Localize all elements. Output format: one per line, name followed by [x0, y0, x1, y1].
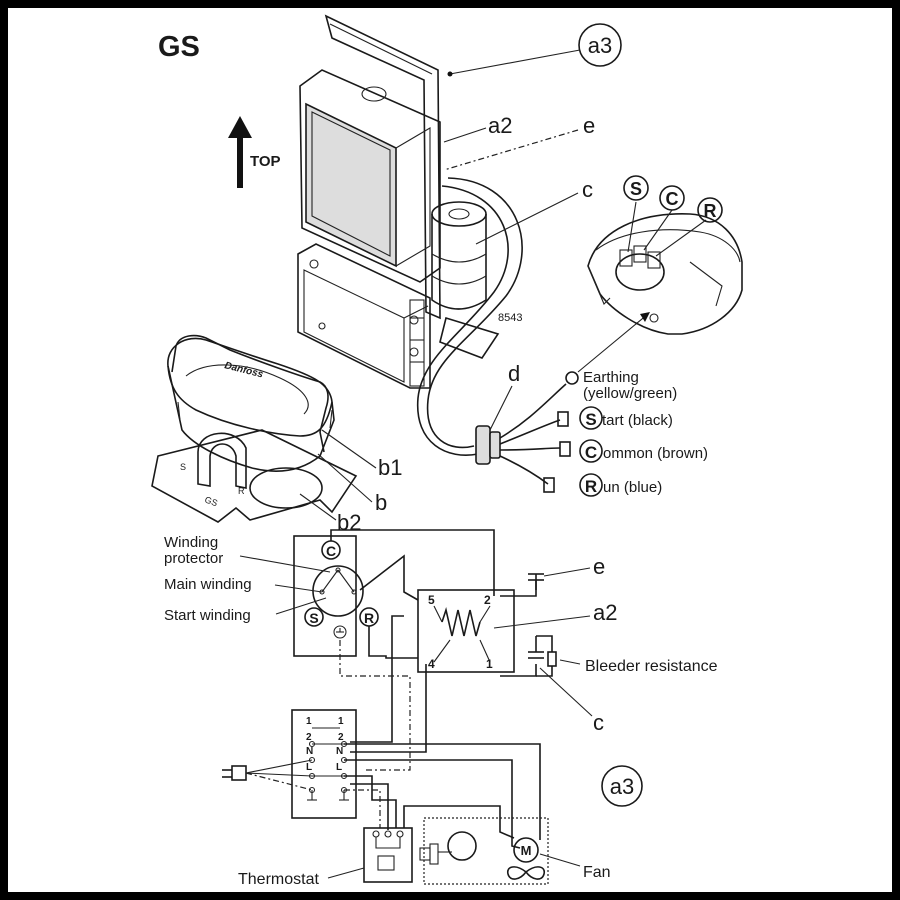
capacitor-illustration [431, 201, 500, 359]
part-e-label: e [583, 113, 595, 138]
thermostat-box [363, 827, 413, 883]
part-code-label: 8543 [498, 312, 522, 324]
schematic-a2-label: a2 [593, 600, 617, 625]
thermostat-label: Thermostat [238, 871, 319, 888]
cover-r-marking: R [238, 486, 245, 496]
winding-protector-label-line2: protector [164, 550, 223, 567]
schematic-r-terminal: R [364, 610, 374, 626]
fan-label: Fan [583, 864, 611, 881]
diagram-title: GS [158, 31, 200, 63]
bleeder-resistance-label: Bleeder resistance [585, 658, 718, 675]
cover-plate-gs-marking: GS [203, 494, 219, 508]
cable-grommet-icon [475, 425, 501, 465]
fan-blades-icon [506, 866, 546, 880]
top-arrow-icon [228, 116, 252, 188]
legend-r-icon: R [585, 477, 597, 496]
schematic-c-terminal: C [326, 543, 336, 559]
part-a2-label: a2 [488, 113, 512, 138]
schematic-c-label: c [593, 710, 604, 735]
legend-common-label: ommon (brown) [603, 445, 708, 462]
start-winding-label: Start winding [164, 607, 251, 624]
compressor-terminal-box [293, 535, 357, 657]
tb-n2: N [336, 746, 343, 757]
relay-pin-4: 4 [428, 657, 435, 671]
earthing-label-line2: (yellow/green) [583, 385, 677, 402]
compressor-terminal-housing-illustration [587, 213, 743, 335]
winding-protector-label-line1: Winding [164, 534, 218, 551]
fan-section-outline [423, 817, 549, 885]
legend-run-label: un (blue) [603, 479, 662, 496]
wire-connectors-icon [543, 371, 579, 493]
ptc-resistor-icon [441, 607, 481, 637]
terminal-r-label: R [704, 201, 717, 221]
schematic-e-label: e [593, 554, 605, 579]
thermostat-sensor-bulb-icon [419, 831, 477, 865]
fan-motor-icon [513, 837, 539, 863]
relay-box [417, 589, 515, 673]
terminal-s-label: S [630, 179, 642, 199]
tb-1a: 1 [306, 716, 312, 727]
part-b2-label: b2 [337, 510, 361, 535]
relay-pin-2: 2 [484, 593, 491, 607]
legend-c-icon: C [585, 443, 597, 462]
tb-l2: L [336, 762, 342, 773]
schematic-a3-label: a3 [610, 774, 634, 799]
fan-motor-label: M [521, 843, 532, 858]
tb-2a: 2 [306, 732, 312, 743]
schematic-s-terminal: S [309, 610, 318, 626]
starter-relay-illustration [297, 14, 441, 389]
top-label: TOP [250, 153, 281, 170]
tb-l1: L [306, 762, 312, 773]
terminal-c-label: C [666, 189, 679, 209]
part-a3-label: a3 [588, 33, 612, 58]
terminal-block [291, 709, 357, 819]
legend-start-label: tart (black) [602, 412, 673, 429]
part-b1-label: b1 [378, 455, 402, 480]
earth-symbol-icon [307, 790, 349, 801]
relay-pin-1: 1 [486, 657, 493, 671]
tb-n1: N [306, 746, 313, 757]
mains-plug-icon [222, 765, 247, 781]
part-d-label: d [508, 361, 520, 386]
part-c-label: c [582, 177, 593, 202]
terminal-cover-illustration: GS S R Danfoss [151, 334, 358, 523]
relay-pin-5: 5 [428, 593, 435, 607]
tb-2b: 2 [338, 732, 344, 743]
part-b-label: b [375, 490, 387, 515]
tb-1b: 1 [338, 716, 344, 727]
cover-s-marking: S [180, 462, 186, 472]
main-winding-label: Main winding [164, 576, 252, 593]
brand-logo-icon: Danfoss [223, 360, 264, 380]
legend-s-icon: S [585, 410, 596, 429]
earthing-label-line1: Earthing [583, 369, 639, 386]
